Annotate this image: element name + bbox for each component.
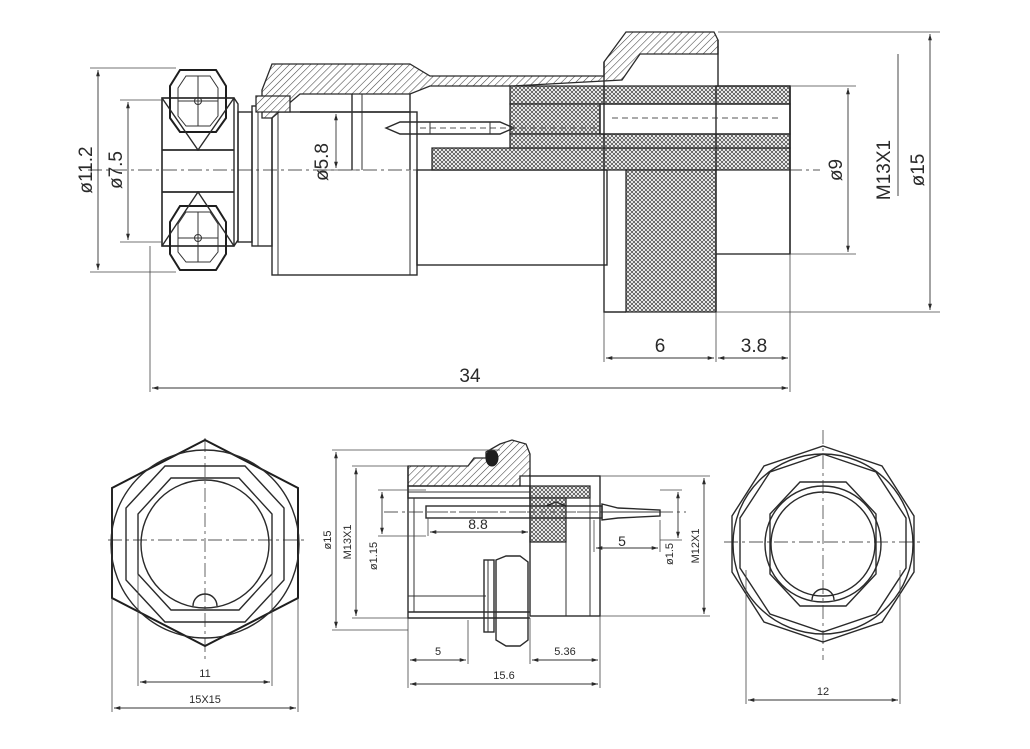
dim-15x15: 15X15 xyxy=(189,694,221,706)
dim-section-8-8: 8.8 xyxy=(468,516,488,532)
dim-section-d15: ø15 xyxy=(322,531,334,550)
left-end-view: 11 15X15 xyxy=(108,438,305,712)
dim-section-5-36: 5.36 xyxy=(554,646,575,658)
dim-d9: ø9 xyxy=(826,159,847,181)
dim-section-d1-5: ø1.5 xyxy=(664,543,676,565)
dim-12: 12 xyxy=(817,686,829,698)
dim-3-8: 3.8 xyxy=(741,336,767,357)
dim-section-5: 5 xyxy=(435,646,441,658)
dim-section-d1-15: ø1.15 xyxy=(368,542,380,570)
dim-6: 6 xyxy=(655,336,666,357)
dim-section-m12x1: M12X1 xyxy=(690,529,702,564)
dim-d11-2: ø11.2 xyxy=(76,146,97,193)
dim-section-15-6: 15.6 xyxy=(493,670,514,682)
side-view: ø11.2 ø7.5 ø5.8 ø9 M13X1 ø15 6 3.8 34 xyxy=(76,31,940,392)
dim-d15: ø15 xyxy=(908,154,929,187)
dim-d7-5: ø7.5 xyxy=(106,151,127,189)
dim-section-pin-5: 5 xyxy=(618,533,626,549)
dim-11: 11 xyxy=(199,668,210,680)
socket-section-view: ø15 M13X1 ø1.15 8.8 5 ø1.5 M12X1 5 5.36 … xyxy=(322,439,710,688)
dim-m13x1: M13X1 xyxy=(874,140,895,200)
right-end-view: 12 xyxy=(724,430,922,704)
dim-d5-8: ø5.8 xyxy=(312,143,333,181)
dim-34: 34 xyxy=(459,366,481,387)
dim-section-m13x1: M13X1 xyxy=(342,525,354,560)
